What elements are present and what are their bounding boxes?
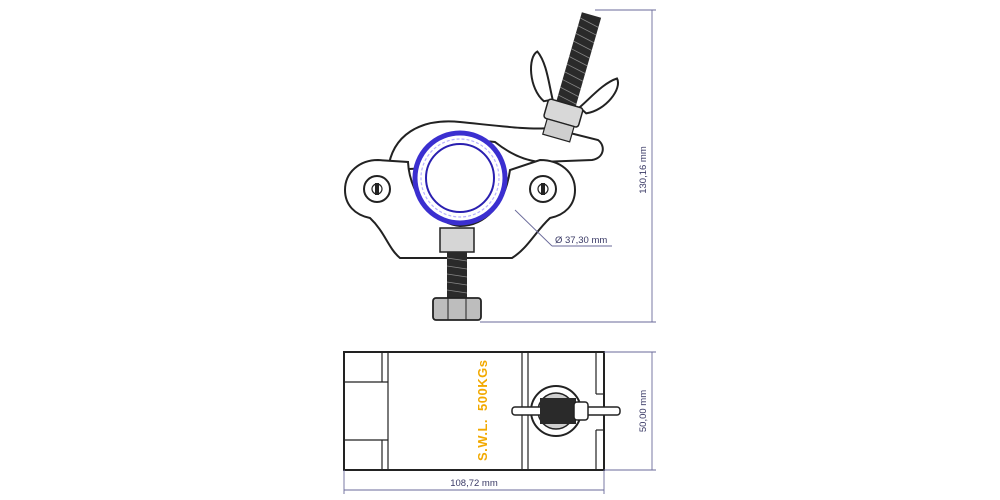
swl-label: S.W.L.: [475, 419, 490, 461]
height-dimension-label: 130,16 mm: [638, 146, 649, 194]
tube-ring-inner: [425, 143, 495, 213]
diameter-dimension-label: Ø 37,30 mm: [555, 235, 607, 246]
bottom-bolt-collar: [439, 227, 475, 253]
wing-nut: [530, 50, 554, 103]
load-rating-label: 500KGs: [475, 360, 490, 411]
top-view: S.W.L. 500KGs 50,00 mm 108,72 mm: [343, 351, 656, 494]
bottom-threaded-bolt: [447, 252, 467, 300]
width-dimension-label: 108,72 mm: [450, 478, 498, 489]
depth-dimension-label: 50,00 mm: [638, 390, 649, 432]
front-view: Ø 37,30 mm 130,16 mm: [343, 9, 656, 323]
bottom-nut: [432, 297, 482, 321]
top-threaded-bolt: [530, 12, 620, 143]
